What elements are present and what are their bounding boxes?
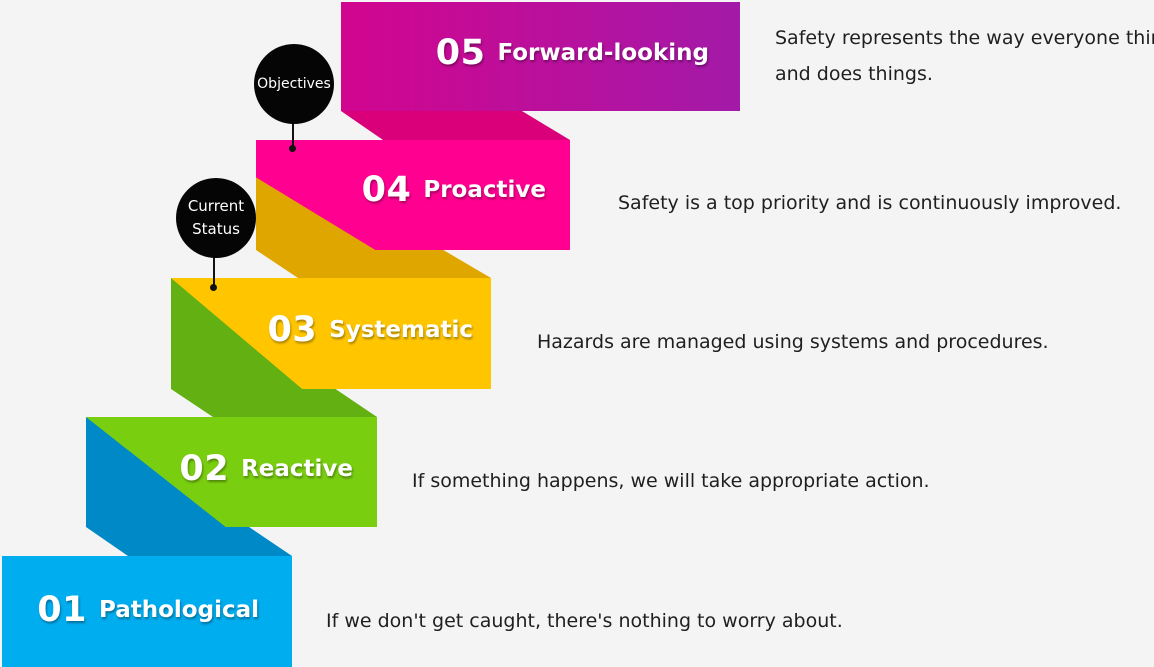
- step-number: 02: [179, 449, 230, 489]
- step-forward-looking: 05 Forward-looking: [341, 2, 740, 111]
- step-name: Pathological: [98, 596, 259, 623]
- step-name: Proactive: [423, 177, 546, 203]
- step-number: 03: [267, 309, 318, 350]
- step-number: 01: [37, 589, 87, 630]
- current-status-marker: Current Status: [176, 178, 256, 258]
- marker-label-line: Current: [187, 197, 245, 215]
- description-line: Safety represents the way everyone think…: [775, 27, 1154, 49]
- description-systematic: Hazards are managed using systems and pr…: [537, 331, 1049, 353]
- description-line: and does things.: [775, 63, 933, 85]
- marker-label-line: Status: [192, 220, 240, 238]
- current-status-pin-dot: [210, 284, 217, 291]
- step-name: Reactive: [241, 456, 353, 482]
- current-status-pin-stem: [213, 253, 215, 286]
- step-number: 05: [435, 32, 486, 73]
- step-pathological: 01 Pathological: [2, 556, 292, 667]
- step-number: 04: [361, 170, 412, 210]
- step-name: Systematic: [329, 316, 473, 343]
- description-proactive: Safety is a top priority and is continuo…: [618, 192, 1122, 214]
- description-reactive: If something happens, we will take appro…: [412, 470, 930, 492]
- objectives-marker: Objectives: [254, 44, 334, 124]
- objectives-pin-dot: [289, 145, 296, 152]
- description-pathological: If we don't get caught, there's nothing …: [326, 610, 843, 632]
- objectives-pin-stem: [292, 120, 294, 148]
- description-forward-looking: Safety represents the way everyone think…: [775, 20, 1154, 92]
- step-name: Forward-looking: [497, 39, 709, 66]
- marker-label: Objectives: [257, 75, 331, 92]
